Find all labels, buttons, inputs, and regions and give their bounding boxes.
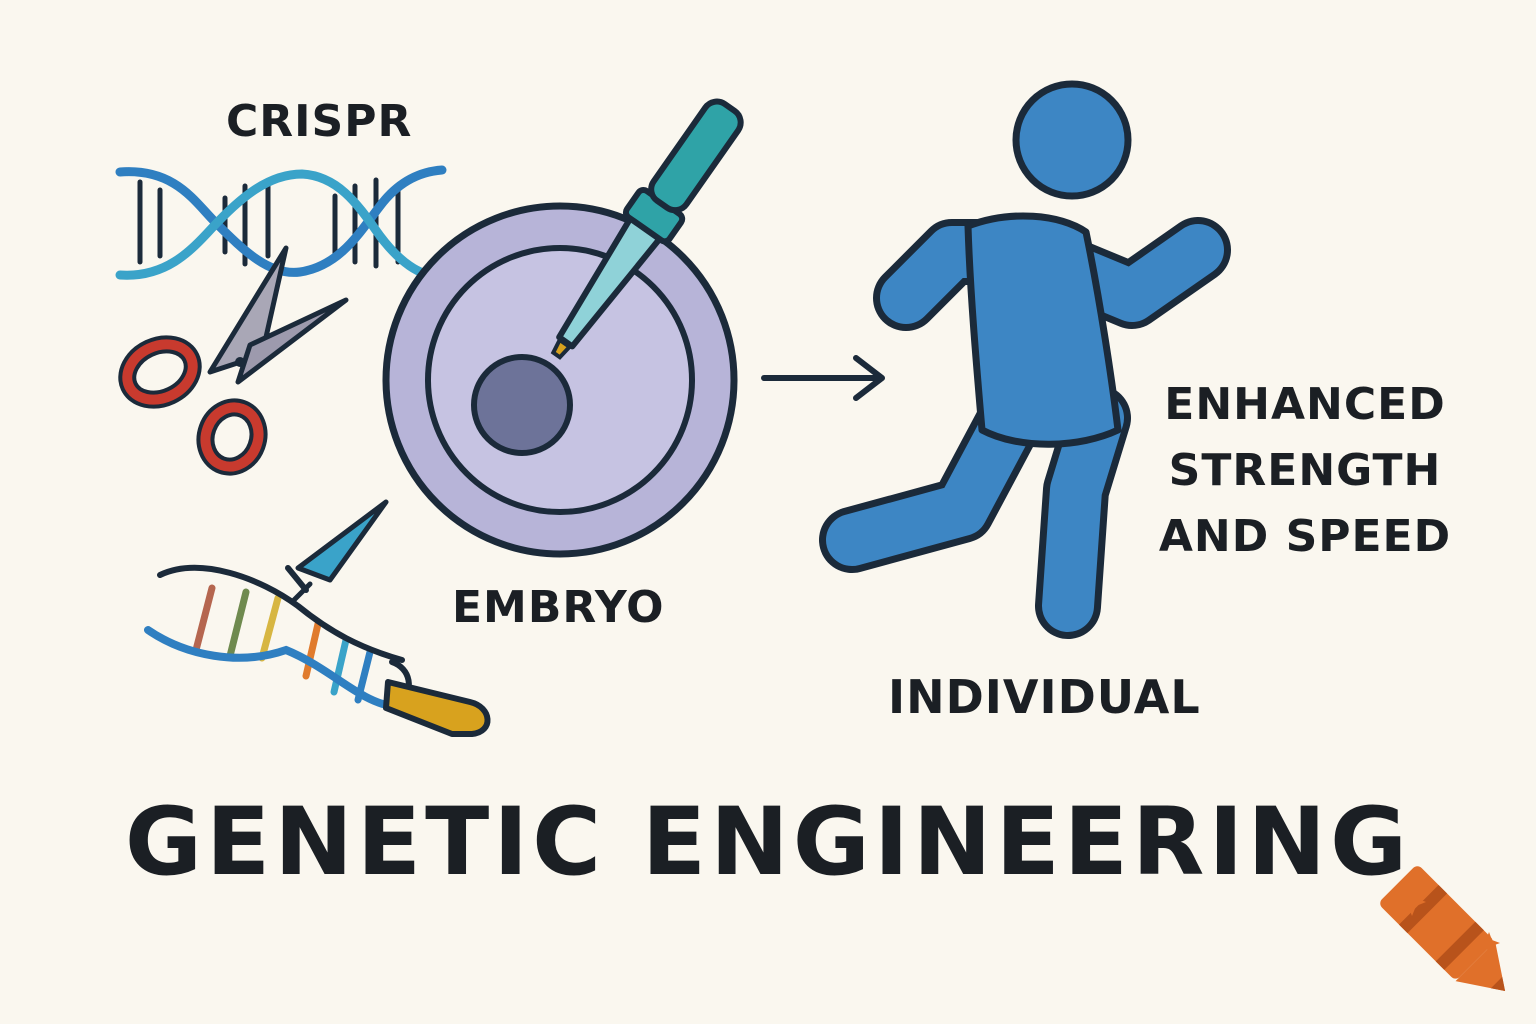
individual-label: INDIVIDUAL	[888, 670, 1201, 724]
embryo-cell-icon	[382, 202, 738, 558]
arrow-right-icon	[761, 355, 885, 401]
gene-editing-scalpel-icon	[285, 499, 389, 603]
embryo-label: EMBRYO	[452, 582, 665, 633]
crayon-logo-icon	[1380, 866, 1506, 992]
page-title: GENETIC ENGINEERING	[124, 788, 1412, 897]
enhanced-traits-label: ENHANCED STRENGTH AND SPEED	[1158, 379, 1452, 562]
dna-helix-icon	[115, 165, 447, 281]
crispr-label: CRISPR	[226, 96, 413, 147]
cut-dna-strand-icon	[144, 564, 491, 737]
running-person-icon	[819, 80, 1231, 639]
pipette-icon	[550, 98, 744, 360]
scissors-icon	[118, 245, 349, 476]
